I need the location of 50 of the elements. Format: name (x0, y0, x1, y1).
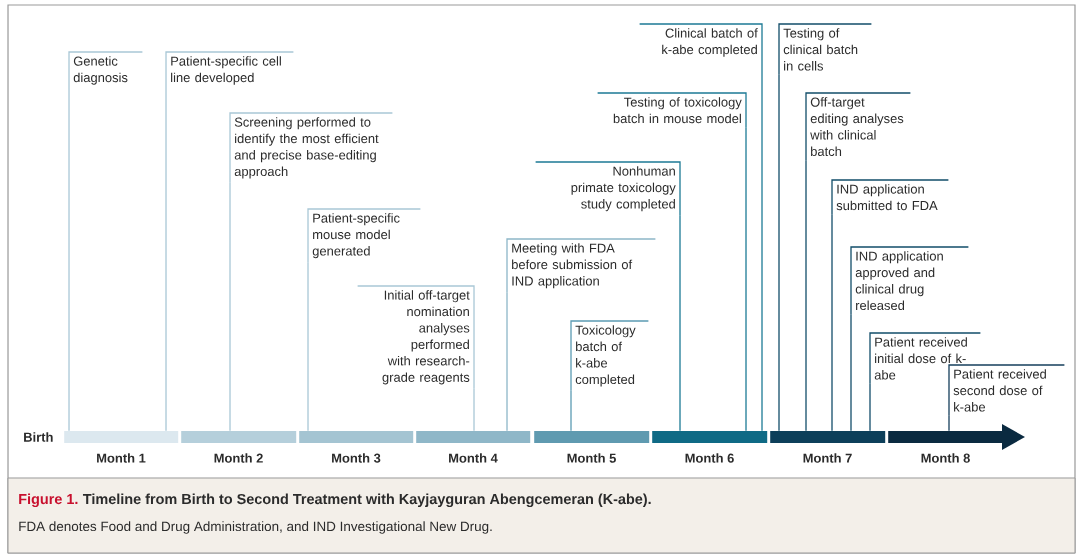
timeline-segment (181, 431, 297, 443)
leader-line (778, 74, 780, 432)
leader-line (805, 159, 807, 432)
milestone-flag: IND application submitted to FDA (831, 179, 950, 215)
leader-line (948, 415, 950, 432)
timeline-segment (534, 431, 650, 443)
milestone-flag: Meeting with FDA before submission of IND application (506, 238, 657, 293)
caption-text: FDA denotes Food and Drug Administration, and IND Investigational New Drug. (19, 521, 492, 534)
timeline-segment (770, 431, 886, 443)
milestone-flag: Toxicology batch of k-abe completed (570, 320, 650, 392)
leader-line (229, 182, 231, 432)
leader-line (68, 88, 70, 432)
leader-line (869, 383, 871, 432)
timeline-segment (64, 431, 179, 443)
milestone-flag: IND application approved and clinical drug released (850, 246, 970, 315)
milestone-flag: Patient received second dose of k-abe (948, 364, 1066, 417)
milestone-flag: Testing of toxicology batch in mouse model (596, 92, 747, 128)
leader-line (506, 291, 508, 432)
month-label: Month 8 (921, 453, 970, 463)
month-label: Month 1 (97, 453, 146, 463)
leader-line (473, 388, 475, 432)
leader-line (165, 88, 167, 432)
month-label: Month 3 (332, 453, 381, 463)
milestone-flag: Initial off-target nomination analyses performed with research-grade reagents (356, 285, 475, 390)
month-label: Month 4 (449, 453, 498, 463)
milestone-flag: Genetic diagnosis (68, 51, 144, 90)
month-label: Month 6 (685, 453, 734, 463)
month-label: Month 5 (567, 453, 616, 463)
caption-title: Timeline from Birth to Second Treatment with Kayjayguran Abengcemeran (K-abe). (82, 493, 651, 508)
leader-line (831, 213, 833, 432)
month-label: Month 2 (214, 453, 263, 463)
timeline-segment (652, 431, 768, 443)
milestone-flag: Testing of clinical batch in cells (778, 23, 873, 76)
milestone-flag: Off-target editing analyses with clinical batch (805, 92, 912, 161)
milestone-flag: Screening performed to identify the most efficient and precise base-editing approach (229, 112, 394, 184)
leader-line (307, 261, 309, 432)
milestone-flag: Patient-specific cell line developed (165, 51, 295, 90)
timeline-segment (299, 431, 414, 443)
leader-line (570, 390, 572, 432)
milestone-flag: Patient-specific mouse model generated (307, 208, 422, 263)
leader-line (679, 214, 681, 432)
leader-line (761, 60, 763, 432)
leader-line (850, 313, 852, 432)
month-label: Month 7 (803, 453, 852, 463)
milestone-flag: Clinical batch of k-abe completed (638, 23, 763, 62)
timeline-segment (416, 431, 531, 443)
timeline-arrow-segment (888, 424, 1025, 450)
milestone-flag: Nonhuman primate toxicology study completed (534, 161, 681, 216)
leader-line (745, 126, 747, 432)
figure-label: Figure 1. (19, 493, 78, 508)
